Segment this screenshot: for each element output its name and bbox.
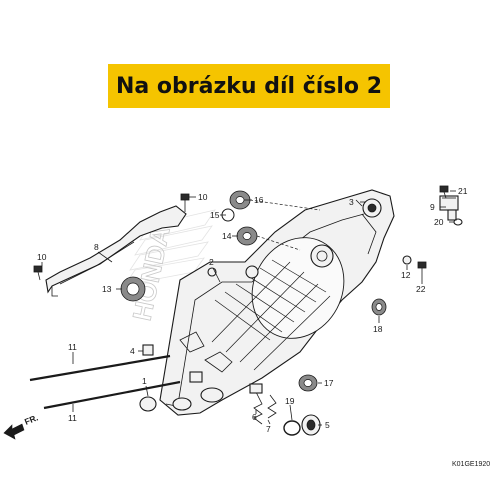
part-3-oil-seal [355, 198, 382, 218]
part-14-bearing [236, 226, 258, 246]
callout-22: 22 [416, 284, 426, 294]
part-10-bolt-top [180, 193, 190, 212]
callout-11-top: 11 [68, 342, 77, 352]
part-17-oil-seal [298, 374, 318, 392]
part-20-o-ring [453, 218, 463, 226]
front-direction-arrow [3, 423, 25, 440]
part-13-bearing [120, 276, 146, 302]
callout-2: 2 [209, 257, 214, 267]
callout-6: 6 [252, 412, 257, 422]
part-8-bracket [45, 205, 187, 297]
front-direction-label: FR. [23, 412, 39, 426]
part-4-dowel-pin [142, 344, 154, 356]
callout-17: 17 [324, 378, 334, 388]
crankcase-cover [159, 189, 395, 416]
part-12-washer [402, 255, 412, 265]
part-22-bolt [417, 261, 427, 280]
callout-21: 21 [458, 186, 468, 196]
part-18-oil-seal [371, 298, 387, 316]
callout-16: 16 [254, 195, 264, 205]
callout-5: 5 [325, 420, 330, 430]
callout-15: 15 [210, 210, 220, 220]
part-5-drain-cap [301, 414, 321, 436]
callout-4: 4 [130, 346, 135, 356]
part-number-banner: Na obrázku díl číslo 2 [108, 64, 390, 108]
callout-7: 7 [266, 424, 271, 434]
part-6-7-spring [249, 383, 277, 425]
callout-18: 18 [373, 324, 383, 334]
part-9-sensor [439, 195, 459, 221]
callout-10-left: 10 [37, 252, 47, 262]
callout-10-top: 10 [198, 192, 208, 202]
callout-12: 12 [401, 270, 411, 280]
callout-14: 14 [222, 231, 232, 241]
callout-1: 1 [142, 376, 147, 386]
leader-lines [41, 190, 456, 426]
callout-19: 19 [285, 396, 295, 406]
callout-13: 13 [102, 284, 112, 294]
part-19-o-ring [283, 420, 301, 436]
diagram-code: K01GE1920 [452, 461, 490, 468]
banner-text: Na obrázku díl číslo 2 [115, 73, 383, 99]
part-21-bolt [439, 185, 449, 199]
callout-20: 20 [434, 217, 444, 227]
part-11-stud-bolts [29, 354, 181, 410]
part-10-bolt-left [33, 265, 43, 281]
callout-11-bottom: 11 [68, 413, 77, 423]
callout-3: 3 [349, 197, 354, 207]
part-1-dowel [139, 396, 157, 412]
callout-8: 8 [94, 242, 99, 252]
callout-9: 9 [430, 202, 435, 212]
